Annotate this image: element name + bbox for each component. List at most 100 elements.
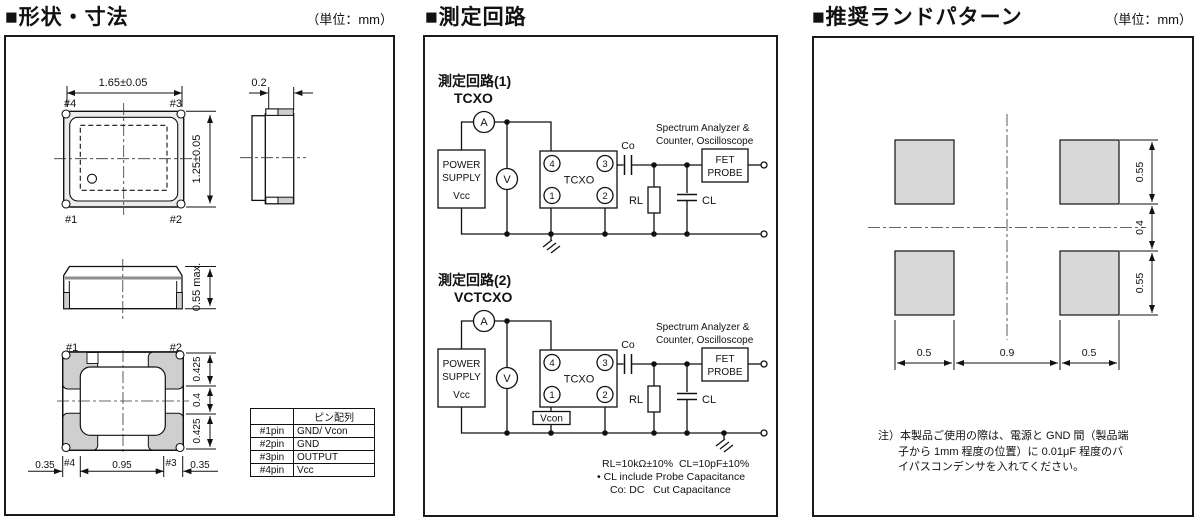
land-pad [894, 250, 955, 316]
power-supply-label: SUPPLY [442, 372, 481, 383]
pin1-notch [86, 352, 99, 364]
output-terminal [760, 360, 768, 368]
dim-b3-label: 0.5 [1082, 347, 1097, 359]
ground-symbol [542, 234, 561, 254]
pin2-label: #2 [170, 214, 182, 226]
land-pads [868, 114, 1146, 340]
dim-d1-label: 0.425 [192, 356, 203, 381]
land-pattern-note: 注）本製品ご使用の際は、電源と GND 間（製品端 子から 1mm 程度の位置）… [878, 429, 1183, 476]
rl-resistor [647, 385, 661, 413]
land-pattern-drawing: 0.55 0.4 0.55 0.5 0.9 0.5 [868, 114, 1158, 370]
circuit-drawing: 測定回路(1) TCXO A V POWER SUPPLY Vcc 4 3 1 … [437, 73, 768, 496]
circuit2-name: 測定回路(2) [438, 272, 511, 288]
note-line: • CL include Probe Capacitance [597, 471, 745, 483]
voltmeter [495, 366, 519, 390]
circuit-panel: 測定回路(1) TCXO A V POWER SUPPLY Vcc 4 3 1 … [423, 35, 778, 517]
signal-cell: GND [293, 437, 375, 451]
signal-cell: Vcc [293, 463, 375, 477]
dim-b2-label: 0.95 [112, 460, 132, 471]
tcxo-label: TCXO [564, 175, 595, 187]
voltmeter-label: V [503, 174, 511, 186]
top-view: 1.65±0.05 #4 #3 1.25±0.05 #1 #2 [54, 77, 216, 226]
dimensions-drawing: 1.65±0.05 #4 #3 1.25±0.05 #1 #2 [28, 77, 313, 477]
circuit1-type: TCXO [454, 90, 493, 106]
bottom-view: #1 #2 0.425 [28, 342, 218, 477]
fet-probe-box [701, 148, 749, 183]
measurement-circuit-2: 測定回路(2) VCTCXO A V POWER SUPPLY Vcc 4 3 … [437, 272, 768, 453]
rl-label: RL [629, 394, 643, 406]
power-supply-label: POWER [443, 359, 481, 370]
pin3-circle: 3 [602, 358, 607, 369]
pin3-circle: 3 [602, 159, 607, 170]
voltmeter-label: V [503, 373, 511, 385]
front-view: 0.55 max. [63, 259, 216, 319]
pin1-marker [86, 173, 98, 184]
signal-cell: OUTPUT [293, 450, 375, 464]
analyzer-label: Spectrum Analyzer & [656, 322, 750, 333]
dimensions-panel: 1.65±0.05 #4 #3 1.25±0.05 #1 #2 [4, 35, 395, 516]
pin4-circle: 4 [549, 159, 554, 170]
land-pattern-unit: （単位：mm） [1105, 12, 1192, 27]
pin3-label: #3 [170, 98, 182, 110]
land-pattern-panel: 0.55 0.4 0.55 0.5 0.9 0.5 注）本製品ご使用の際は、電源… [812, 36, 1194, 517]
power-supply-box [437, 348, 486, 408]
analyzer-label: Counter, Oscilloscope [656, 136, 754, 147]
ground-terminal [760, 230, 768, 238]
fet-label: FET [716, 354, 735, 365]
dim-d3-label: 0.425 [192, 418, 203, 443]
dim-r2-label: 0.4 [1134, 220, 1146, 235]
land-pad [1059, 250, 1120, 316]
cl-label: CL [702, 394, 716, 406]
ground-symbol [715, 433, 734, 453]
dim-pad-label: 0.2 [251, 77, 266, 89]
vcon-label: Vcon [540, 414, 563, 425]
dim-b3-label: 0.35 [190, 460, 210, 471]
pin1-label: #1 [65, 214, 77, 226]
land-pattern-title: ■推奨ランドパターン [812, 6, 1023, 29]
land-pad [894, 139, 955, 205]
dim-maxheight-label: 0.55 max. [191, 263, 203, 311]
ammeter [472, 110, 496, 134]
signal-cell: GND/ Vcon [293, 424, 375, 438]
measurement-circuit-1: 測定回路(1) TCXO A V POWER SUPPLY Vcc 4 3 1 … [437, 73, 768, 254]
dim-r3-label: 0.55 [1134, 273, 1146, 294]
fet-label: FET [716, 155, 735, 166]
pin-table-header: ピン配列 [293, 408, 375, 425]
voltmeter [495, 167, 519, 191]
pin1-label: #1 [66, 342, 78, 354]
note-line: Co: DC Cut Capacitance [610, 484, 731, 496]
land-dimensions: 0.55 0.4 0.55 0.5 0.9 0.5 [894, 139, 1158, 370]
circuit2-type: VCTCXO [454, 289, 512, 305]
pin4-circle: 4 [549, 358, 554, 369]
pin-cell: #1pin [250, 424, 294, 438]
co-label: Co [621, 339, 635, 351]
land-pad [1059, 139, 1120, 205]
probe-label: PROBE [707, 367, 742, 378]
output-terminal [760, 161, 768, 169]
rl-label: RL [629, 195, 643, 207]
circuit1-name: 測定回路(1) [438, 73, 511, 89]
dim-height-label: 1.25±0.05 [191, 135, 203, 184]
power-supply-label: SUPPLY [442, 173, 481, 184]
vcc-label: Vcc [453, 390, 470, 401]
dim-r1-label: 0.55 [1134, 162, 1146, 183]
note-line: RL=10kΩ±10% CL=10pF±10% [602, 458, 749, 470]
analyzer-label: Counter, Oscilloscope [656, 335, 754, 346]
rl-resistor [647, 186, 661, 214]
note-line: イパスコンデンサを入れてください。 [898, 461, 1085, 473]
pin4-label: #4 [64, 98, 76, 110]
ground-terminal [760, 429, 768, 437]
dim-d2-label: 0.4 [192, 393, 203, 407]
probe-label: PROBE [707, 168, 742, 179]
dim-b1-label: 0.35 [35, 460, 55, 471]
pin2-circle: 2 [602, 390, 607, 401]
pin3-label: #3 [166, 458, 178, 469]
pin1-circle: 1 [549, 390, 554, 401]
pin4-label: #4 [64, 458, 76, 469]
note-line: 注）本製品ご使用の際は、電源と GND 間（製品端 [878, 430, 1129, 442]
circuit-title: ■測定回路 [425, 6, 527, 29]
power-supply-label: POWER [443, 160, 481, 171]
